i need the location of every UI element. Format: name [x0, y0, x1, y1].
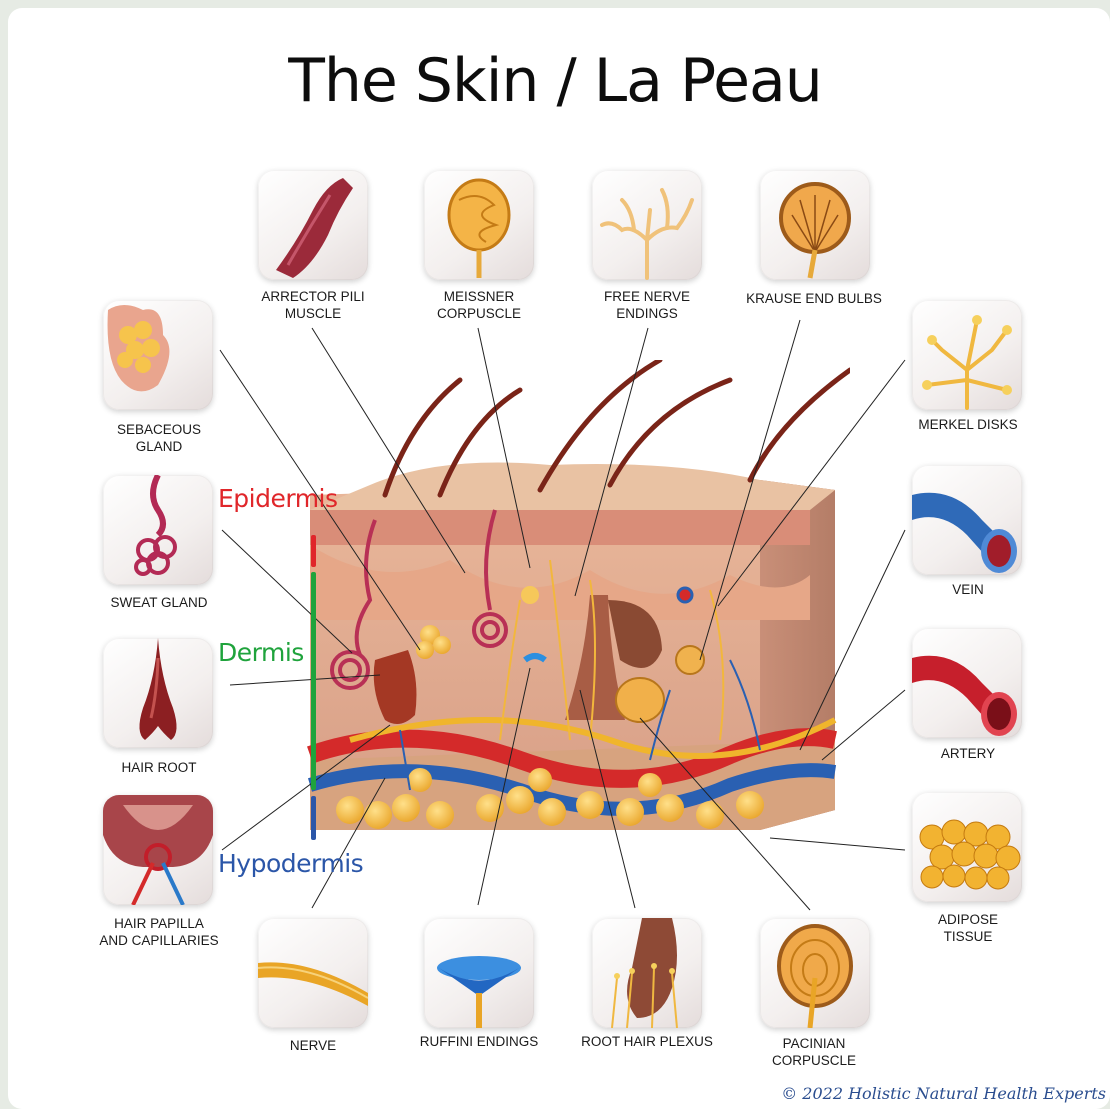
label-krause: KRAUSE END BULBS: [729, 290, 899, 307]
epidermis-bar: [311, 535, 316, 567]
label-nerve: NERVE: [228, 1037, 398, 1054]
merkel-tile: [912, 300, 1022, 410]
label-free-nerve: FREE NERVE ENDINGS: [562, 288, 732, 322]
skin-cross-section: [290, 360, 850, 870]
adipose-tissue-icon: [912, 792, 1022, 902]
pacinian-corpuscle-icon: [760, 918, 870, 1028]
label-hair-root: HAIR ROOT: [74, 759, 244, 776]
copyright-icon: ©: [781, 1084, 797, 1103]
label-root-hair-plexus: ROOT HAIR PLEXUS: [562, 1033, 732, 1050]
label-epidermis: Epidermis: [218, 484, 338, 513]
nerve-icon: [258, 918, 368, 1028]
meissner-corpuscle-icon: [424, 170, 534, 280]
hair-root-icon: [103, 638, 213, 748]
label-meissner: MEISSNER CORPUSCLE: [394, 288, 564, 322]
sebaceous-gland-icon: [103, 300, 213, 410]
sebaceous-tile: [103, 300, 213, 410]
label-dermis: Dermis: [218, 638, 304, 667]
adipose-tile: [912, 792, 1022, 902]
arrector-pili-muscle-icon: [258, 170, 368, 280]
page-title: The Skin / La Peau: [0, 46, 1110, 116]
nerve-tile: [258, 918, 368, 1028]
label-vein: VEIN: [883, 581, 1053, 598]
hypodermis-bar: [311, 796, 316, 840]
vein-icon: [912, 465, 1022, 575]
dermis-bar: [311, 572, 316, 790]
label-ruffini: RUFFINI ENDINGS: [394, 1033, 564, 1050]
copyright-notice: © 2022 Holistic Natural Health Experts: [781, 1084, 1106, 1103]
root-hair-plexus-icon: [592, 918, 702, 1028]
krause-end-bulb-icon: [760, 170, 870, 280]
free-nerve-tile: [592, 170, 702, 280]
ruffini-tile: [424, 918, 534, 1028]
krause-tile: [760, 170, 870, 280]
label-sebaceous: SEBACEOUS GLAND: [74, 421, 244, 455]
label-arrector-pili: ARRECTOR PILI MUSCLE: [228, 288, 398, 322]
copyright-text: 2022 Holistic Natural Health Experts: [802, 1084, 1106, 1103]
label-hair-papilla: HAIR PAPILLA AND CAPILLARIES: [74, 915, 244, 949]
hair-root-tile: [103, 638, 213, 748]
root-hair-plexus-tile: [592, 918, 702, 1028]
free-nerve-endings-icon: [592, 170, 702, 280]
hair-papilla-tile: [103, 795, 213, 905]
label-artery: ARTERY: [883, 745, 1053, 762]
label-hypodermis: Hypodermis: [218, 849, 363, 878]
artery-icon: [912, 628, 1022, 738]
meissner-tile: [424, 170, 534, 280]
artery-tile: [912, 628, 1022, 738]
label-sweat-gland: SWEAT GLAND: [74, 594, 244, 611]
vein-tile: [912, 465, 1022, 575]
label-merkel: MERKEL DISKS: [883, 416, 1053, 433]
arrector-pili-tile: [258, 170, 368, 280]
sweat-gland-tile: [103, 475, 213, 585]
label-adipose: ADIPOSE TISSUE: [883, 911, 1053, 945]
sweat-gland-icon: [103, 475, 213, 585]
pacinian-tile: [760, 918, 870, 1028]
label-pacinian: PACINIAN CORPUSCLE: [729, 1035, 899, 1069]
hair-papilla-icon: [103, 795, 213, 905]
ruffini-endings-icon: [424, 918, 534, 1028]
merkel-disks-icon: [912, 300, 1022, 410]
